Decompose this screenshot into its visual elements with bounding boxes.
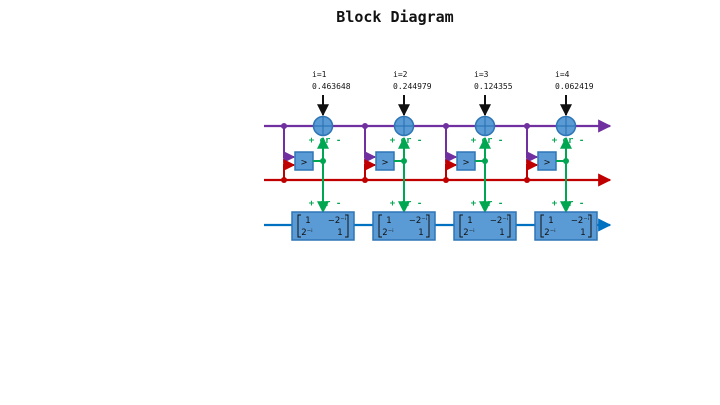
sign-label-bottom: + or - [390, 199, 423, 209]
matrix-cell-r2c2: 1 [418, 228, 423, 238]
matrix-bracket-right [588, 214, 592, 238]
comparator-symbol: > [462, 158, 469, 168]
matrix-cell-r2c1: 2⁻ⁱ [463, 228, 474, 238]
matrix-bracket-right [507, 214, 511, 238]
stage-angle-value: 0.463648 [312, 82, 351, 91]
comparator-symbol: > [300, 158, 307, 168]
matrix-cell-r1c2: −2⁻ⁱ [328, 216, 347, 226]
matrix-cell-r1c2: −2⁻ⁱ [571, 216, 590, 226]
matrix-cell-r1c2: −2⁻ⁱ [490, 216, 509, 226]
page-title: Block Diagram [336, 8, 454, 26]
matrix-bracket-left [540, 214, 544, 238]
comparator-symbol: > [381, 158, 388, 168]
matrix-bracket-left [459, 214, 463, 238]
red-branch-line [364, 159, 377, 180]
matrix-bracket-right [345, 214, 349, 238]
stage-angle-value: 0.062419 [555, 82, 594, 91]
matrix-cell-r2c1: 2⁻ⁱ [301, 228, 312, 238]
matrix-bracket-left [378, 214, 382, 238]
purple-branch-line [526, 126, 539, 163]
matrix-cell-r2c2: 1 [580, 228, 585, 238]
matrix-cell-r2c2: 1 [499, 228, 504, 238]
sign-label-top: + or - [390, 136, 423, 146]
sign-label-top: + or - [309, 136, 342, 146]
sign-label-bottom: + or - [552, 199, 585, 209]
rotation-matrix-block [372, 211, 436, 241]
rotation-matrix-block [534, 211, 598, 241]
stage-angle-value: 0.124355 [474, 82, 513, 91]
stage-index-label: i=3 [474, 70, 489, 79]
purple-branch-line [364, 126, 377, 163]
purple-branch-line [445, 126, 458, 163]
stage-angle-value: 0.244979 [393, 82, 432, 91]
matrix-bracket-right [426, 214, 430, 238]
red-branch-line [526, 159, 539, 180]
matrix-cell-r2c2: 1 [337, 228, 342, 238]
stage-index-label: i=2 [393, 70, 408, 79]
matrix-cell-r1c2: −2⁻ⁱ [409, 216, 428, 226]
comparator-symbol: > [543, 158, 550, 168]
rotation-matrix-block [453, 211, 517, 241]
red-branch-line [283, 159, 296, 180]
matrix-cell-r2c1: 2⁻ⁱ [382, 228, 393, 238]
matrix-cell-r1c1: 1 [548, 216, 553, 226]
stage-index-label: i=1 [312, 70, 327, 79]
matrix-bracket-left [297, 214, 301, 238]
matrix-cell-r1c1: 1 [305, 216, 310, 226]
matrix-cell-r1c1: 1 [386, 216, 391, 226]
matrix-cell-r1c1: 1 [467, 216, 472, 226]
sign-label-bottom: + or - [309, 199, 342, 209]
rotation-matrix-block [291, 211, 355, 241]
sign-label-top: + or - [552, 136, 585, 146]
sign-label-top: + or - [471, 136, 504, 146]
stage-index-label: i=4 [555, 70, 570, 79]
red-branch-line [445, 159, 458, 180]
purple-branch-line [283, 126, 296, 163]
sign-label-bottom: + or - [471, 199, 504, 209]
matrix-cell-r2c1: 2⁻ⁱ [544, 228, 555, 238]
